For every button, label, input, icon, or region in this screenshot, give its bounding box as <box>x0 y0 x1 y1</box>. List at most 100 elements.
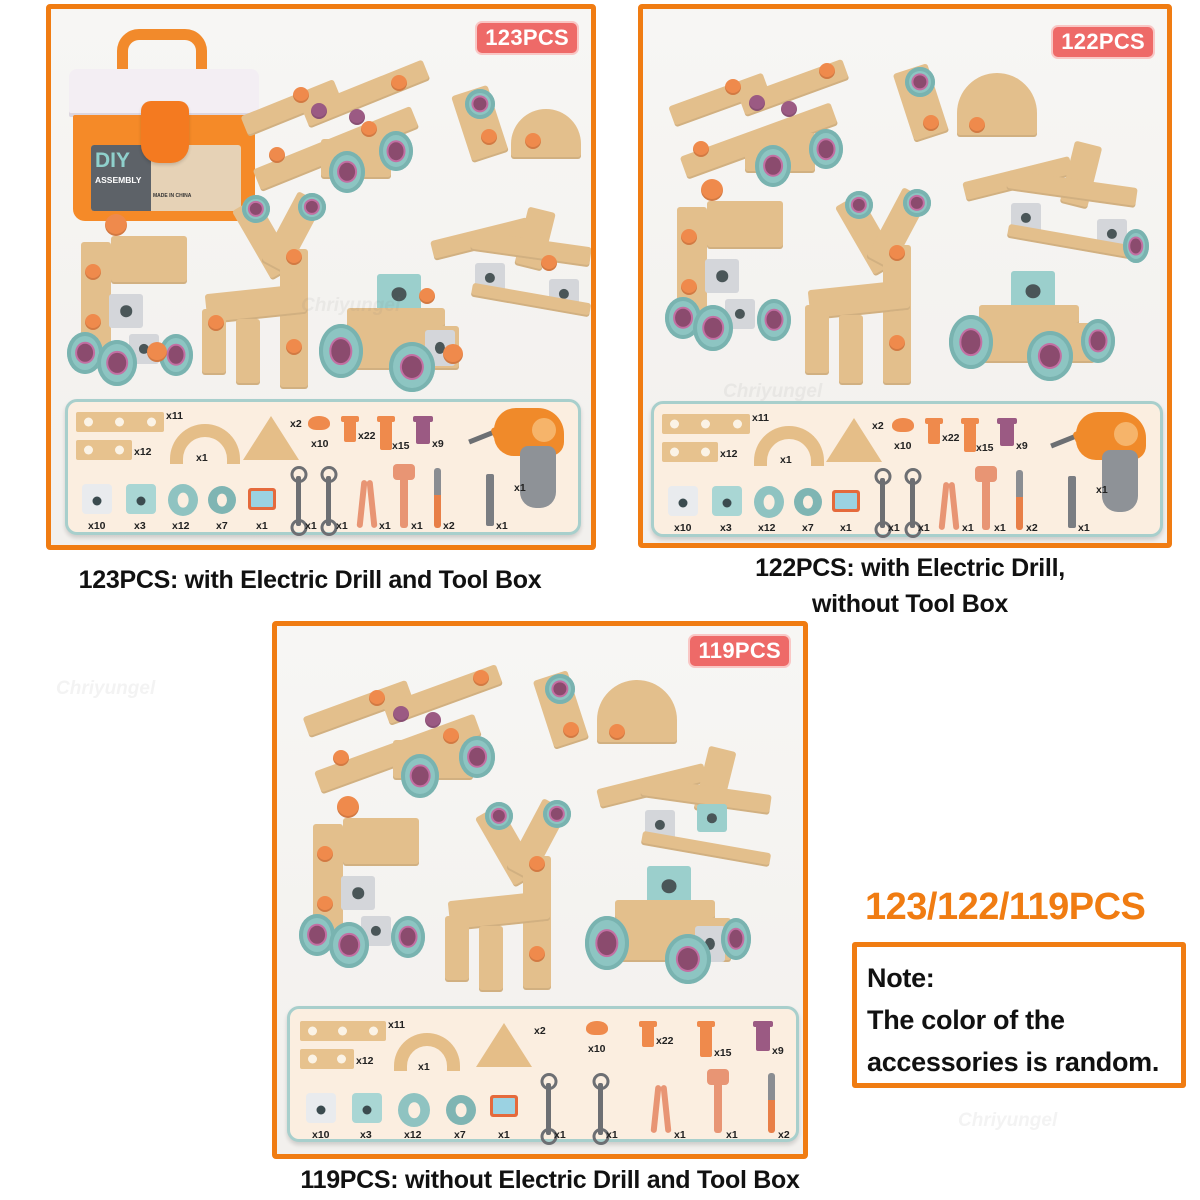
pcs-options-heading: 123/122/119PCS <box>865 886 1146 928</box>
open-wrench-part <box>546 1083 551 1135</box>
long-bolt-part <box>377 416 395 450</box>
adjustable-wrench-part <box>707 1069 729 1133</box>
instruction-card-part <box>832 490 860 512</box>
parts-tray: x11 x12 x1 x2 x10 x22 x15 x9 x10 x3 x12 … <box>65 399 581 535</box>
white-cube-qty: x10 <box>312 1129 330 1141</box>
teal-cube-qty: x3 <box>720 522 732 534</box>
airplane-model <box>240 59 441 199</box>
adjustable-wrench-qty: x1 <box>726 1129 738 1141</box>
wheel-tire-part <box>168 484 198 516</box>
screwdriver-part <box>434 468 441 528</box>
pliers-qty: x1 <box>379 520 391 532</box>
parts-tray: x11 x12 x1 x2 x10 x22 x15 x9 x10 x3 x12 … <box>287 1006 799 1142</box>
washer-part <box>446 1095 476 1125</box>
car-model <box>585 866 755 996</box>
screwdriver-qty: x2 <box>443 520 455 532</box>
ring-wrench-part <box>910 478 915 528</box>
flat-screwdriver-part <box>1068 476 1076 528</box>
teal-cube-part <box>712 486 742 516</box>
open-wrench-part <box>880 478 885 528</box>
pcs-badge: 122PCS <box>1051 25 1155 59</box>
purple-bolt-part <box>997 418 1017 446</box>
wheel-tire-qty: x12 <box>172 520 190 532</box>
triangle-plate-part <box>243 416 299 460</box>
flange-nut-qty: x10 <box>894 440 912 452</box>
short-plank-part <box>662 442 718 462</box>
purple-bolt-part <box>753 1021 773 1051</box>
option-panel-122pcs: 122PCS <box>638 4 1172 548</box>
open-wrench-qty: x1 <box>305 520 317 532</box>
flange-nut-part <box>586 1021 608 1035</box>
giraffe-model <box>443 796 583 996</box>
pliers-part <box>936 468 962 530</box>
short-bolt-qty: x22 <box>942 432 960 444</box>
caption-122pcs: 122PCS: with Electric Drill, without Too… <box>755 554 1065 618</box>
short-bolt-qty: x22 <box>656 1035 674 1047</box>
teal-cube-part <box>352 1093 382 1123</box>
purple-bolt-qty: x9 <box>772 1045 784 1057</box>
washer-qty: x7 <box>216 520 228 532</box>
washer-part <box>208 486 236 514</box>
pliers-qty: x1 <box>674 1129 686 1141</box>
short-bolt-qty: x22 <box>358 430 376 442</box>
caption-123pcs: 123PCS: with Electric Drill and Tool Box <box>78 566 542 594</box>
pliers-qty: x1 <box>962 522 974 534</box>
arch-plate-qty: x1 <box>418 1061 430 1073</box>
giraffe-model <box>803 185 943 395</box>
pliers-part <box>354 466 380 528</box>
flange-nut-part <box>308 416 330 430</box>
tool-box-brand: DIY <box>95 149 131 172</box>
electric-drill-qty: x1 <box>514 482 526 494</box>
airplane-model <box>302 650 523 800</box>
short-plank-part <box>76 440 132 460</box>
arch-model <box>892 55 1039 155</box>
long-bolt-part <box>697 1021 715 1057</box>
screwdriver-qty: x2 <box>1026 522 1038 534</box>
electric-drill-qty: x1 <box>1096 484 1108 496</box>
adjustable-wrench-part <box>975 466 997 530</box>
watermark: Chriyungel <box>56 678 156 699</box>
washer-part <box>794 488 822 516</box>
glider-model <box>430 206 591 339</box>
flat-screwdriver-part <box>486 474 494 526</box>
caption-119pcs: 119PCS: without Electric Drill and Tool … <box>300 1166 800 1194</box>
long-bolt-qty: x15 <box>714 1047 732 1059</box>
triangle-plate-part <box>476 1023 532 1067</box>
short-bolt-part <box>639 1021 657 1047</box>
open-wrench-qty: x1 <box>554 1129 566 1141</box>
ring-wrench-part <box>326 476 331 526</box>
purple-bolt-qty: x9 <box>432 438 444 450</box>
robot-model <box>297 796 427 971</box>
long-plank-part <box>300 1021 386 1041</box>
tool-box-clasp <box>141 101 189 163</box>
flange-nut-qty: x10 <box>311 438 329 450</box>
instruction-card-qty: x1 <box>498 1129 510 1141</box>
white-cube-qty: x10 <box>674 522 692 534</box>
long-plank-qty: x11 <box>752 412 769 424</box>
flange-nut-qty: x10 <box>588 1043 606 1055</box>
short-plank-qty: x12 <box>720 448 738 460</box>
glider-model <box>962 140 1153 273</box>
ring-wrench-qty: x1 <box>918 522 930 534</box>
triangle-plate-qty: x2 <box>290 418 302 430</box>
flat-screwdriver-qty: x1 <box>1078 522 1090 534</box>
instruction-card-qty: x1 <box>840 522 852 534</box>
wheel-tire-part <box>754 486 784 518</box>
watermark: Chriyungel <box>723 381 823 402</box>
instruction-card-qty: x1 <box>256 520 268 532</box>
tool-box-made-in: MADE IN CHINA <box>153 193 192 199</box>
pcs-badge: 119PCS <box>688 634 791 668</box>
purple-bolt-qty: x9 <box>1016 440 1028 452</box>
adjustable-wrench-qty: x1 <box>411 520 423 532</box>
robot-model <box>665 179 795 354</box>
watermark: Chriyungel <box>301 295 401 316</box>
screwdriver-part <box>768 1073 775 1133</box>
white-cube-part <box>306 1093 336 1123</box>
long-plank-qty: x11 <box>388 1019 405 1031</box>
glider-model <box>596 745 787 878</box>
arch-model <box>532 662 679 762</box>
white-cube-part <box>82 484 112 514</box>
arch-plate-qty: x1 <box>780 454 792 466</box>
white-cube-part <box>668 486 698 516</box>
adjustable-wrench-qty: x1 <box>994 522 1006 534</box>
